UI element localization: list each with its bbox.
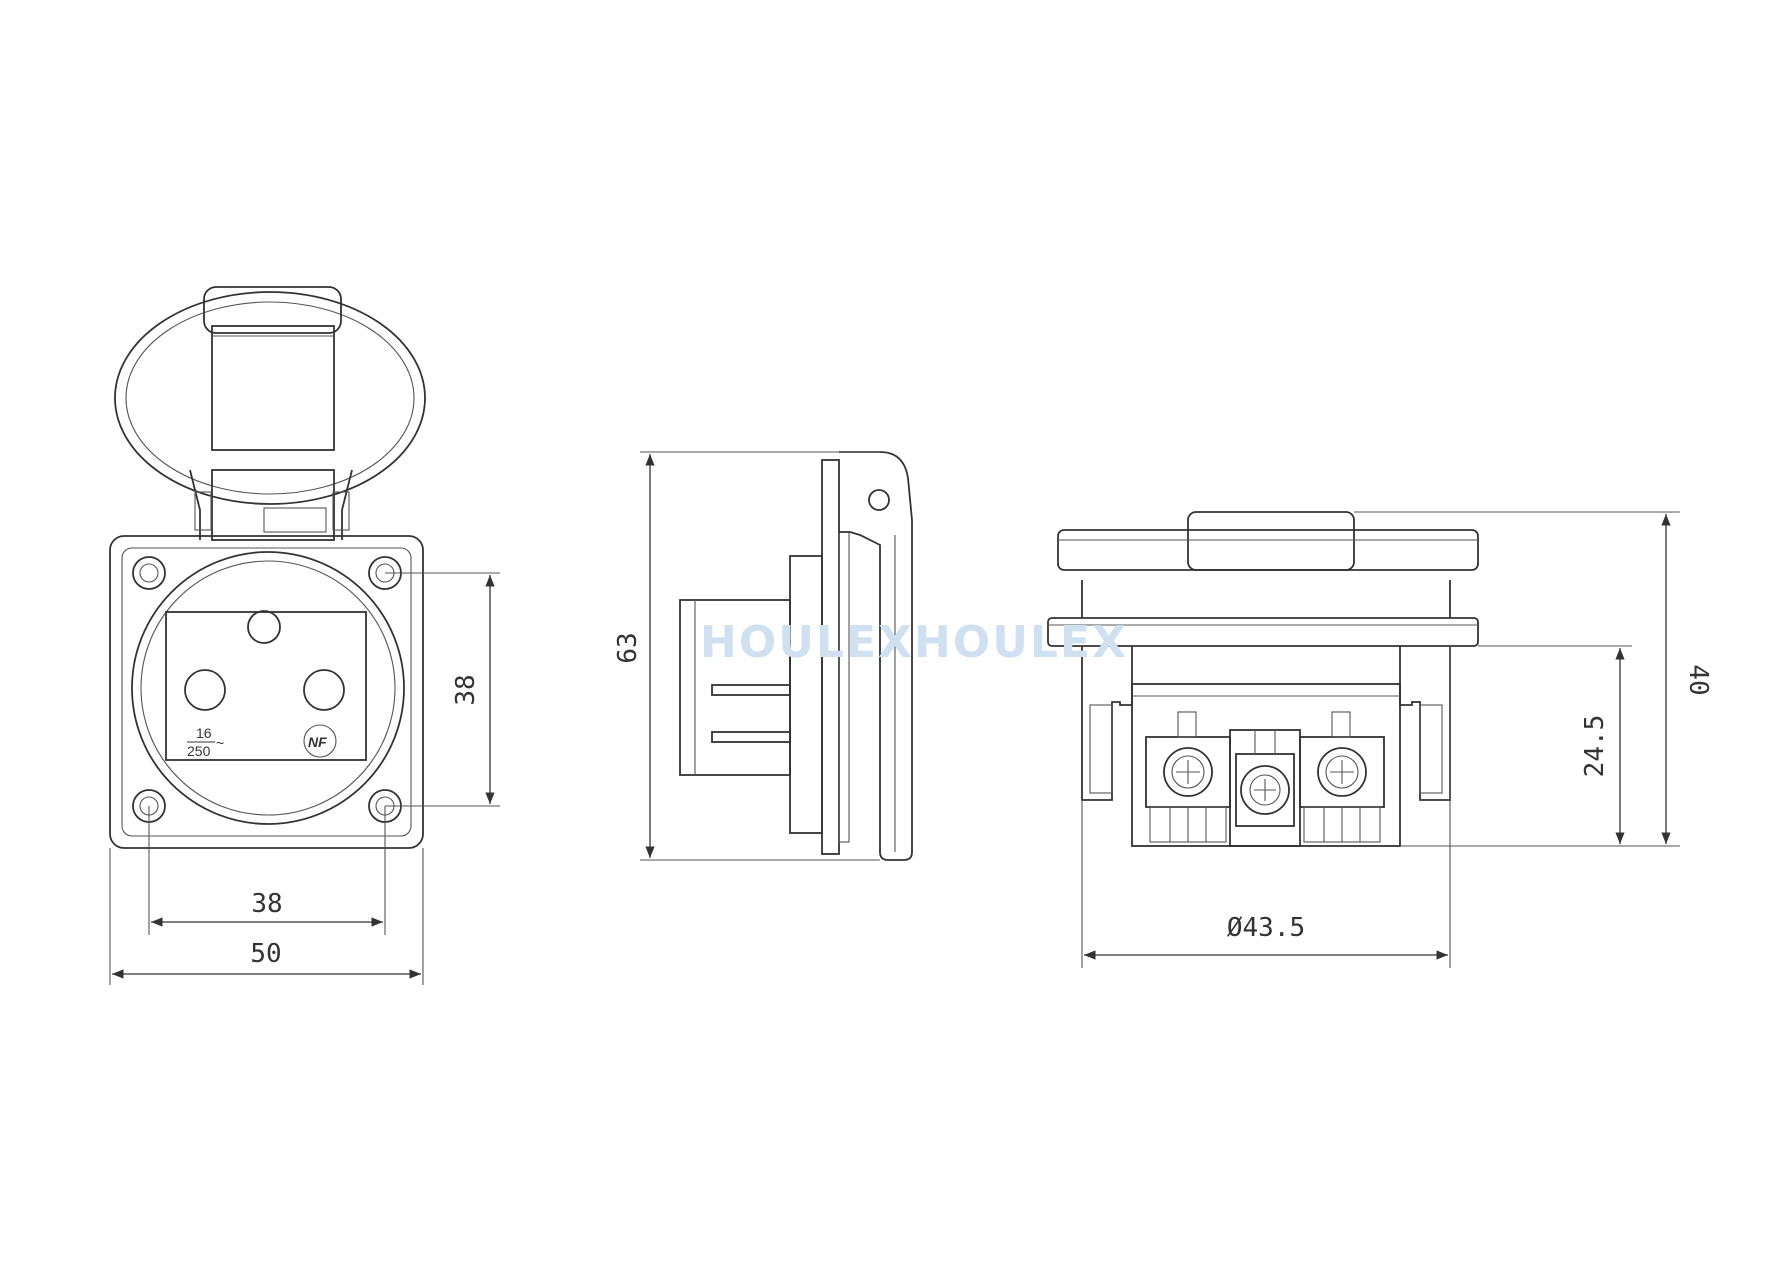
side-lid (839, 451, 913, 861)
rear-lid-block (1187, 511, 1355, 571)
rear-flange-plate (1047, 617, 1479, 647)
pin-hole-right (303, 669, 345, 711)
dim-width: 50 (109, 848, 424, 985)
dim-50-label: 50 (250, 939, 281, 969)
lid-oval-inner (125, 301, 415, 495)
dim-diameter: Ø43.5 (1081, 646, 1451, 968)
dim-terminal-depth: 24.5 (1400, 645, 1680, 847)
rating-marking: 16 250 ~ (187, 725, 224, 759)
nf-cert-icon: NF (303, 724, 337, 758)
dim-24-5-label: 24.5 (1580, 715, 1610, 778)
dim-total-depth: 40 (1354, 511, 1713, 844)
rating-ac-symbol: ~ (216, 735, 224, 751)
dim-height: 63 (613, 451, 880, 861)
terminal-left (1145, 711, 1231, 843)
mount-hole-tl (132, 556, 166, 590)
side-body-upper (789, 555, 823, 834)
dim-38-h-label: 38 (251, 889, 282, 919)
side-pin-bottom (711, 731, 791, 743)
lid-strap (211, 325, 335, 451)
rear-lid-plate (1057, 529, 1479, 571)
front-view: 16 250 ~ NF 38 50 38 (109, 286, 500, 985)
rating-current: 16 (196, 725, 212, 741)
lid-tab (203, 286, 342, 334)
dim-38-v-label: 38 (451, 674, 481, 705)
dim-hole-spacing-horizontal: 38 (148, 806, 386, 935)
svg-text:NF: NF (308, 734, 327, 750)
side-pin-top (711, 684, 791, 696)
dim-63-label: 63 (613, 632, 643, 663)
earth-pin (247, 610, 281, 644)
dim-diameter-label: Ø43.5 (1227, 913, 1305, 943)
rear-clip-right (1399, 646, 1451, 801)
flange-outer (109, 535, 424, 849)
side-view: 63 (613, 451, 913, 861)
dim-hole-spacing-vertical: 38 (385, 572, 500, 807)
terminal-right (1299, 711, 1385, 843)
pin-hole-left (184, 669, 226, 711)
side-hinge-pin (868, 489, 890, 511)
terminal-center (1229, 729, 1301, 847)
dim-40-label: 40 (1683, 664, 1713, 695)
flange-inner (121, 547, 412, 837)
socket-ring-outer (131, 551, 405, 825)
lid-oval-outer (114, 291, 426, 505)
rear-clip-left (1081, 646, 1133, 801)
socket-ring-inner (140, 560, 396, 816)
rating-voltage: 250 (187, 743, 211, 759)
hinge (189, 469, 353, 540)
watermark: HOULEXHOULEX (700, 617, 1128, 668)
rear-view: Ø43.5 24.5 40 (1047, 511, 1713, 968)
